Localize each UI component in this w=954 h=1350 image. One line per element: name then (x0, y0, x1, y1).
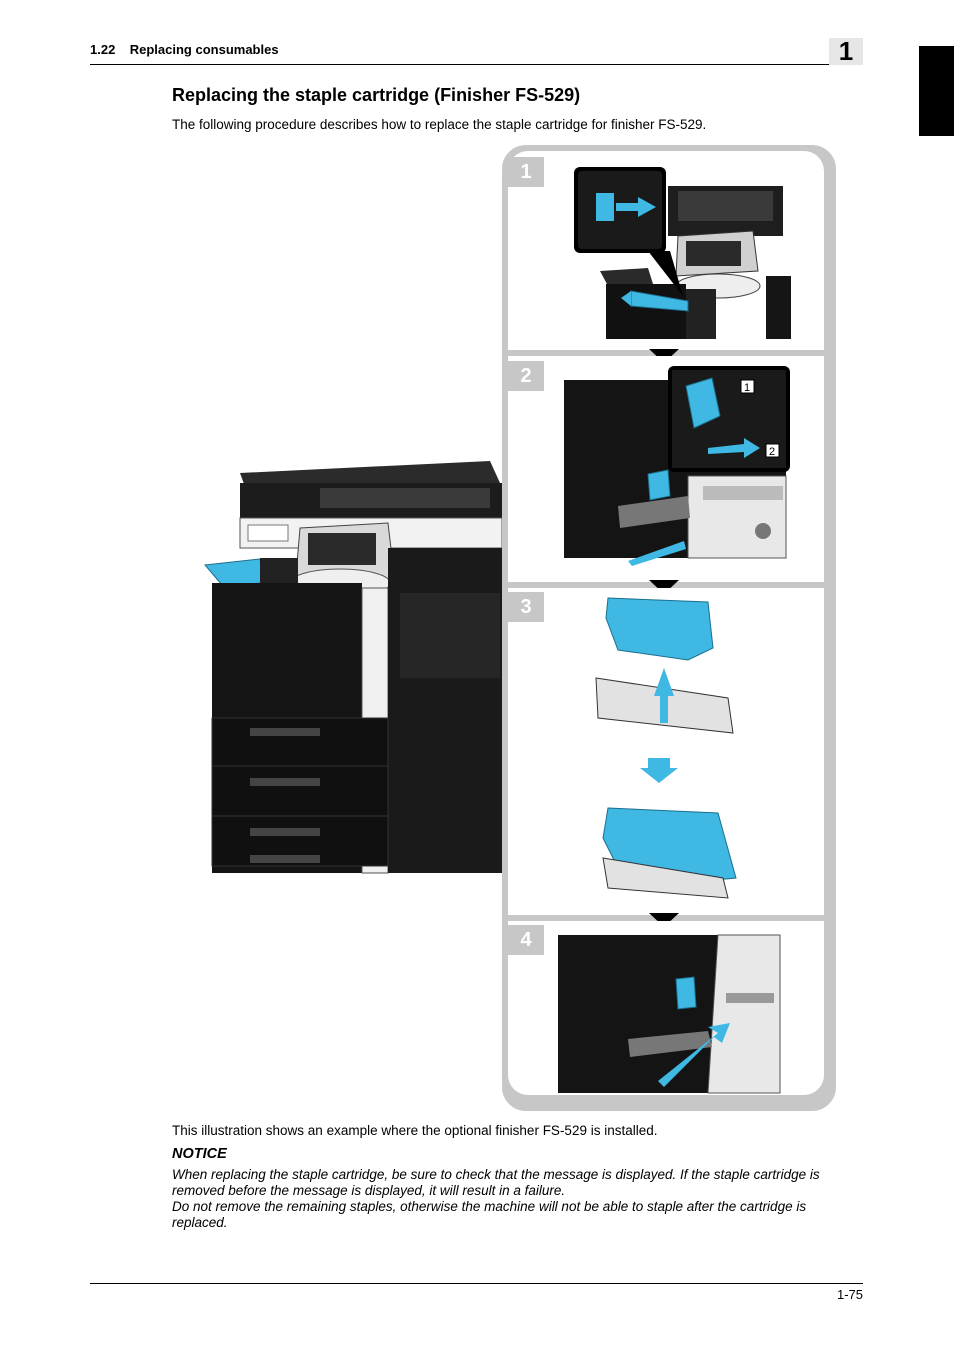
step-badge-1: 1 (508, 157, 544, 187)
step-panel-2: 1 2 2 (508, 356, 824, 582)
step2-illustration: 1 2 (564, 366, 790, 566)
step4-illustration (558, 934, 781, 1094)
step3-illustration (595, 597, 737, 899)
page-number: 1-75 (836, 1287, 863, 1302)
step-panel-3: 3 (508, 588, 824, 915)
callout-2: 2 (769, 446, 775, 458)
notice-body: When replacing the staple cartridge, be … (172, 1167, 862, 1231)
step-panel-1: 1 (508, 151, 824, 350)
notice-line-1: When replacing the staple cartridge, be … (172, 1167, 820, 1198)
section-title: Replacing the staple cartridge (Finisher… (172, 85, 581, 105)
footer-rule (90, 1283, 863, 1284)
step-badge-3: 3 (508, 592, 544, 622)
intro-paragraph: The following procedure describes how to… (172, 117, 707, 132)
procedure-figure: 1 1 2 2 (200, 143, 836, 1111)
chapter-number-box (829, 38, 863, 65)
callout-1: 1 (744, 382, 750, 394)
notice-heading: NOTICE (172, 1146, 227, 1162)
step-badge-2: 2 (508, 361, 544, 391)
header-rule (90, 64, 863, 65)
notice-line-2: Do not remove the remaining staples, oth… (172, 1199, 807, 1230)
figure-caption: This illustration shows an example where… (172, 1123, 658, 1138)
chapter-number: 1 (838, 36, 854, 66)
running-header-section: 1.22 Replacing consumables (90, 42, 279, 57)
step-badge-4: 4 (508, 925, 544, 955)
step1-illustration (574, 167, 791, 339)
chapter-side-tab (919, 46, 954, 136)
step-panel-4: 4 (508, 921, 824, 1095)
copier-machine-illustration (204, 461, 506, 874)
